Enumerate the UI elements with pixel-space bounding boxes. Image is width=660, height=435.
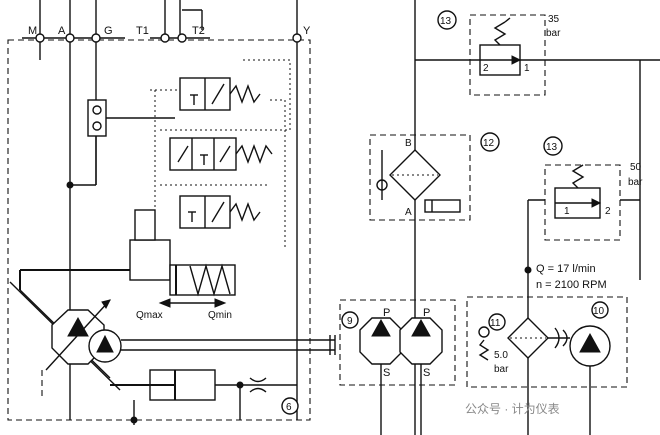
filter-element	[389, 149, 441, 201]
check-pressure: 5.0	[494, 350, 508, 361]
speed-spec: n = 2100 RPM	[536, 279, 607, 291]
port-g-circle	[91, 33, 101, 43]
relief-valve-right: 13 50 bar 1 2	[543, 136, 643, 241]
control-plate	[129, 239, 171, 281]
left-enclosure	[7, 39, 311, 421]
cooler-circuit: 10 11 5.0 bar	[466, 296, 628, 435]
spring-actuator	[169, 263, 236, 297]
port-t1-circle	[160, 33, 170, 43]
relief-right-port-2: 2	[605, 206, 611, 217]
twin-pump-assembly: 9 P P S S	[339, 299, 456, 435]
relief-right-port-1: 1	[564, 206, 570, 217]
relief-top-pressure: 35	[548, 14, 560, 25]
pump-p2	[399, 317, 443, 365]
callout-12: 12	[483, 138, 495, 149]
watermark: 公众号 · 计为仪表	[465, 402, 560, 416]
callout-13-top: 13	[440, 16, 452, 27]
port-g-label: G	[104, 25, 113, 37]
qmax-label: Qmax	[136, 310, 163, 321]
check-unit: bar	[494, 364, 509, 375]
relief-right-unit: bar	[628, 177, 643, 188]
filter-unit: 12 B A	[369, 132, 500, 221]
callout-6-circle	[281, 397, 299, 415]
relief-top-port-2: 2	[483, 63, 489, 74]
port-t2-circle	[177, 33, 187, 43]
callout-9: 9	[347, 316, 353, 327]
port-m-label: M	[28, 25, 37, 37]
callout-11: 11	[490, 318, 501, 329]
callout-10: 10	[593, 306, 605, 317]
relief-top-port-1: 1	[524, 63, 530, 74]
filter-port-b: B	[405, 138, 412, 149]
port-a-circle	[65, 33, 75, 43]
clog-indicator	[424, 199, 461, 213]
relief-right-pressure: 50	[630, 162, 642, 173]
qmin-label: Qmin	[208, 310, 232, 321]
orifice	[249, 377, 267, 393]
pump-p2-label: P	[423, 307, 430, 319]
pump-s1-label: S	[383, 367, 390, 379]
relief-top-unit: bar	[546, 28, 561, 39]
variable-pump	[45, 299, 122, 371]
left-control-block: M A G T1 T2 Y	[7, 0, 336, 425]
port-t2-label: T2	[192, 25, 205, 37]
servo-cylinder	[110, 369, 297, 401]
control-valve-3	[179, 195, 261, 229]
callout-6: 6	[286, 402, 292, 413]
check-valve-ball	[478, 326, 490, 338]
control-valve-1	[150, 77, 261, 111]
port-y-label: Y	[303, 25, 311, 37]
flow-spec: Q = 17 l/min	[536, 263, 596, 275]
pump-p1-label: P	[383, 307, 390, 319]
filter-port-a: A	[405, 207, 412, 218]
control-valve-2	[169, 137, 273, 171]
relief-valve-top: 13 35 bar 2 1	[437, 10, 561, 96]
port-t1-label: T1	[136, 25, 149, 37]
port-m-circle	[35, 33, 45, 43]
cooler-element	[507, 317, 549, 359]
port-y-circle	[292, 33, 302, 43]
callout-13-right: 13	[546, 142, 558, 153]
port-a-label: A	[58, 25, 66, 37]
pump-s2-label: S	[423, 367, 430, 379]
right-circuit: 13 35 bar 2 1 12 B A 1	[339, 0, 660, 435]
